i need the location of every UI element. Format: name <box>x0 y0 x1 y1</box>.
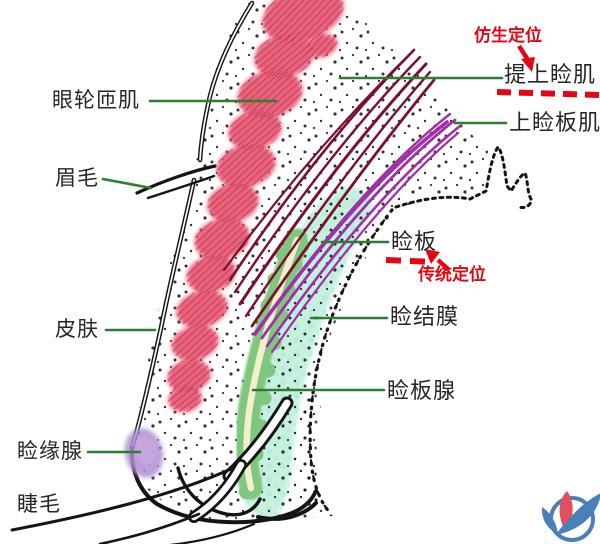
lid-margin-gland-shape <box>124 428 164 478</box>
label-tarsal-plate: 睑板 <box>391 229 438 254</box>
label-bionic-positioning: 仿生定位 <box>474 26 542 45</box>
skin-outline <box>129 0 318 525</box>
bionic-arrow-head <box>521 57 535 72</box>
red-annotations <box>385 44 600 272</box>
label-conjunctiva: 睑结膜 <box>390 304 460 329</box>
bionic-arrow-shaft <box>517 44 530 62</box>
leader-lines <box>86 76 508 454</box>
label-lid-margin-gland: 睑缘腺 <box>17 439 83 463</box>
traditional-arrow-head <box>425 249 440 264</box>
brand-logo-icon <box>541 491 600 542</box>
traditional-arrow-shaft <box>436 258 451 272</box>
label-superior-tarsal-muscle: 上睑板肌 <box>509 110 600 135</box>
levator-muscle-lines <box>222 48 436 328</box>
superior-tarsal-muscle-lines <box>253 112 462 354</box>
label-orbicularis-muscle: 眼轮匝肌 <box>52 88 140 112</box>
eyelashes-curves <box>10 466 256 544</box>
label-skin: 皮肤 <box>55 317 99 341</box>
leader-eyebrow <box>101 177 153 190</box>
label-traditional-positioning: 传统定位 <box>418 265 486 284</box>
label-meibomian-gland: 睑板腺 <box>387 378 457 403</box>
stipple-over-tarsus <box>288 398 322 510</box>
levator-dashed-underline <box>496 89 600 98</box>
label-eyelashes: 睫毛 <box>17 492 61 516</box>
label-levator-muscle: 提上睑肌 <box>504 62 597 87</box>
eyebrow-hairs <box>135 164 217 200</box>
label-eyebrow: 眉毛 <box>55 166 99 190</box>
tarsal-dashed-underline <box>385 257 434 265</box>
